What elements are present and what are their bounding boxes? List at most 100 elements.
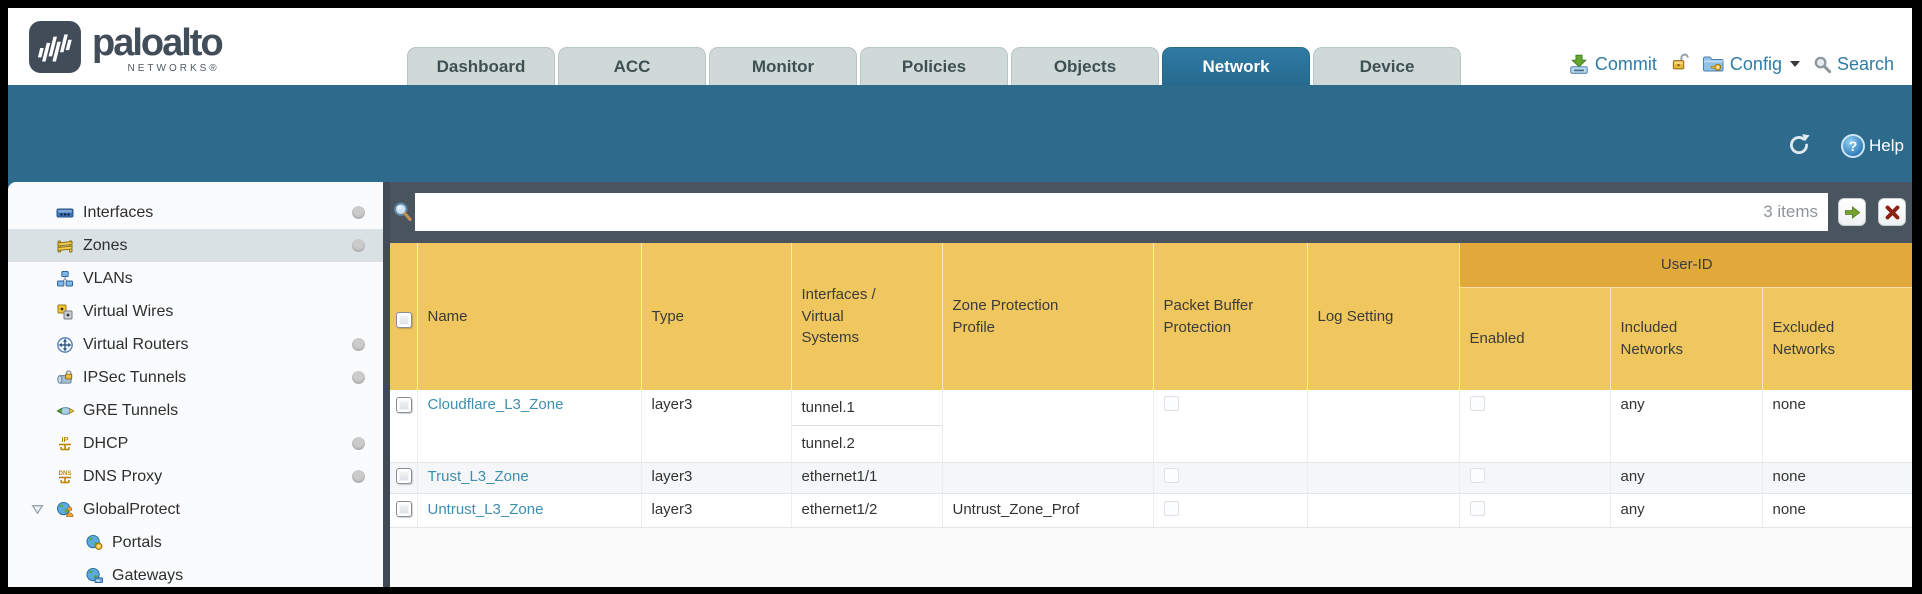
- tab-network[interactable]: Network: [1162, 47, 1310, 85]
- enabled-checkbox: [1469, 467, 1485, 483]
- commit-label: Commit: [1594, 53, 1657, 74]
- commit-button[interactable]: Commit: [1568, 53, 1657, 75]
- lock-icon[interactable]: [1670, 52, 1689, 76]
- sidebar-item-label: Portals: [112, 533, 162, 551]
- filter-input-wrap: 3 items: [415, 193, 1828, 231]
- select-all-checkbox[interactable]: [396, 312, 412, 328]
- interface-item: tunnel.2: [801, 435, 855, 452]
- packet-buffer-checkbox: [1163, 396, 1179, 411]
- enabled-cell: [1459, 493, 1611, 528]
- sidebar-item-label: VLANs: [83, 269, 133, 287]
- column-header-interfaces[interactable]: Interfaces / Virtual Systems: [791, 243, 943, 390]
- interfaces-cell: tunnel.1 tunnel.2: [791, 390, 943, 463]
- log-setting-cell: [1307, 390, 1460, 463]
- sidebar-item-label: IPSec Tunnels: [83, 368, 187, 386]
- tab-monitor[interactable]: Monitor: [709, 47, 857, 85]
- type-cell: layer3: [641, 493, 792, 528]
- zone-protection-cell: Untrust_Zone_Prof: [942, 493, 1154, 528]
- zone-name-link[interactable]: Untrust_L3_Zone: [427, 500, 544, 518]
- help-link[interactable]: ? Help: [1841, 134, 1904, 158]
- sidebar-item-label: GRE Tunnels: [83, 401, 179, 419]
- tab-dashboard[interactable]: Dashboard: [407, 47, 555, 85]
- tab-acc[interactable]: ACC: [558, 47, 706, 85]
- column-header-enabled[interactable]: Enabled: [1459, 287, 1611, 390]
- select-all-header: [390, 243, 418, 390]
- status-dot: [352, 437, 365, 450]
- tab-device[interactable]: Device: [1313, 47, 1461, 85]
- virtual-wires-icon: [55, 303, 75, 321]
- search-button[interactable]: Search: [1813, 54, 1894, 75]
- excluded-networks-cell: none: [1762, 462, 1912, 494]
- config-label: Config: [1729, 53, 1782, 74]
- table-row[interactable]: Cloudflare_L3_Zone layer3 tunnel.1 tunne…: [390, 390, 1912, 463]
- svg-text:IP: IP: [61, 435, 68, 444]
- log-setting-cell: [1307, 493, 1460, 528]
- column-header-zone-protection-profile[interactable]: Zone Protection Profile: [942, 243, 1154, 390]
- status-dot: [352, 371, 365, 384]
- column-header-type[interactable]: Type: [641, 243, 792, 390]
- column-header-log-setting[interactable]: Log Setting: [1307, 243, 1460, 390]
- filter-search-icon: [394, 202, 412, 222]
- filter-input[interactable]: [415, 193, 1828, 231]
- search-label: Search: [1836, 53, 1894, 74]
- collapse-triangle-icon[interactable]: [31, 503, 44, 521]
- table-row[interactable]: Trust_L3_Zone layer3 ethernet1/1 any non…: [390, 462, 1912, 494]
- sidebar-item-vlans[interactable]: VLANs: [8, 262, 383, 295]
- main-pane: 3 items: [390, 182, 1912, 587]
- log-setting-cell: [1307, 462, 1460, 494]
- sidebar-item-zones[interactable]: Zones: [8, 229, 383, 262]
- help-label: Help: [1869, 136, 1904, 155]
- vlans-icon: [55, 270, 75, 288]
- sidebar-item-globalprotect[interactable]: GlobalProtect: [8, 493, 383, 526]
- chevron-down-icon: [1789, 61, 1800, 67]
- status-dot: [352, 206, 365, 219]
- globalprotect-icon: [55, 501, 75, 518]
- items-count: 3 items: [1763, 202, 1818, 221]
- packet-buffer-cell: [1153, 493, 1308, 528]
- tab-objects[interactable]: Objects: [1011, 47, 1159, 85]
- excluded-networks-cell: none: [1762, 390, 1912, 463]
- green-arrow-icon: [1844, 205, 1860, 219]
- row-checkbox[interactable]: [396, 500, 412, 517]
- enabled-checkbox: [1469, 500, 1485, 516]
- sidebar-item-dhcp[interactable]: IP DHCP: [8, 427, 383, 460]
- main-tabs: Dashboard ACC Monitor Policies Objects N…: [407, 47, 1461, 85]
- virtual-routers-icon: [55, 336, 75, 354]
- config-menu[interactable]: Config: [1702, 54, 1800, 75]
- included-networks-cell: any: [1610, 493, 1763, 528]
- row-checkbox[interactable]: [396, 397, 412, 413]
- zone-name-link[interactable]: Cloudflare_L3_Zone: [427, 396, 564, 413]
- table-row[interactable]: Untrust_L3_Zone layer3 ethernet1/2 Untru…: [390, 493, 1912, 528]
- included-networks-cell: any: [1610, 390, 1763, 463]
- interfaces-icon: [55, 204, 75, 222]
- content-area: Interfaces Zones VLANs Virtua: [8, 182, 1912, 587]
- zone-name-link[interactable]: Trust_L3_Zone: [427, 467, 529, 485]
- gre-tunnels-icon: [55, 402, 75, 419]
- sidebar-item-virtual-routers[interactable]: Virtual Routers: [8, 328, 383, 361]
- zone-protection-cell: [942, 462, 1154, 494]
- enabled-cell: [1459, 390, 1611, 463]
- sidebar-item-virtual-wires[interactable]: Virtual Wires: [8, 295, 383, 328]
- column-header-packet-buffer-protection[interactable]: Packet Buffer Protection: [1153, 243, 1308, 390]
- tab-policies[interactable]: Policies: [860, 47, 1008, 85]
- clear-filter-button[interactable]: [1878, 198, 1906, 226]
- pane-splitter[interactable]: [383, 182, 390, 587]
- help-icon: ?: [1841, 134, 1866, 158]
- sidebar-item-portals[interactable]: Portals: [8, 526, 383, 559]
- top-header: paloalto NETWORKS® Dashboard ACC Monitor…: [8, 8, 1912, 85]
- zones-table-wrap: Name Type Interfaces / Virtual Systems Z…: [390, 243, 1912, 587]
- refresh-icon[interactable]: [1786, 132, 1812, 158]
- column-header-included-networks[interactable]: Included Networks: [1610, 287, 1763, 390]
- sidebar-item-dns-proxy[interactable]: DNS DNS Proxy: [8, 460, 383, 493]
- column-header-excluded-networks[interactable]: Excluded Networks: [1762, 287, 1912, 390]
- commit-icon: [1570, 54, 1588, 74]
- sidebar-item-interfaces[interactable]: Interfaces: [8, 196, 383, 229]
- packet-buffer-checkbox: [1163, 500, 1179, 516]
- sidebar-item-ipsec-tunnels[interactable]: IPSec Tunnels: [8, 361, 383, 394]
- apply-filter-button[interactable]: [1838, 198, 1866, 226]
- app-canvas: paloalto NETWORKS® Dashboard ACC Monitor…: [8, 8, 1912, 587]
- row-checkbox[interactable]: [396, 467, 412, 484]
- sidebar-item-gateways[interactable]: Gateways: [8, 559, 383, 587]
- column-header-name[interactable]: Name: [417, 243, 642, 390]
- sidebar-item-gre-tunnels[interactable]: GRE Tunnels: [8, 394, 383, 427]
